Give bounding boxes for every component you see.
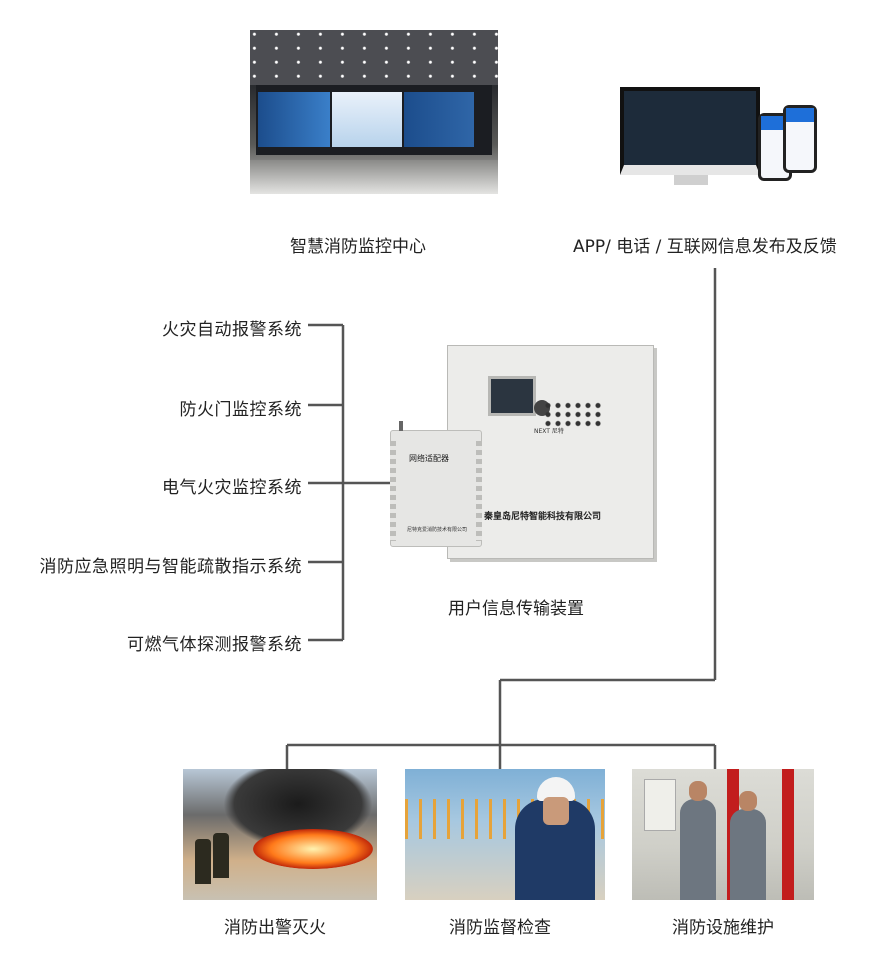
maintenance-caption: 消防设施维护 [672,918,774,938]
firefighting-photo [183,769,377,900]
system-label-emergency-lighting: 消防应急照明与智能疏散指示系统 [39,557,302,577]
cabinet-screen [488,376,536,416]
cabinet-keypad [543,401,601,429]
monitoring-center-caption: 智慧消防监控中心 [290,237,426,257]
cabinet-brand: NEXT 尼特 [534,428,564,435]
system-label-fire-alarm: 火灾自动报警系统 [162,320,302,340]
inspection-photo [405,769,605,900]
transmission-device-caption: 用户信息传输装置 [448,599,584,619]
phone-image [783,105,817,173]
maintenance-photo [632,769,814,900]
system-label-electrical-fire: 电气火灾监控系统 [162,478,302,498]
inspection-caption: 消防监督检查 [449,918,551,938]
system-label-fire-door: 防火门监控系统 [179,400,302,420]
control-room-image [250,30,498,194]
monitor-stand [674,175,708,185]
system-label-gas-detection: 可燃气体探测报警系统 [127,635,302,655]
firefighting-caption: 消防出警灭火 [224,918,326,938]
adapter-company: 尼特克爱消防技术有限公司 [407,527,468,533]
cabinet-company: 秦皇岛尼特智能科技有限公司 [484,512,602,522]
network-adapter-image: 网络适配器 尼特克爱消防技术有限公司 [390,421,482,547]
app-feedback-caption: APP/ 电话 / 互联网信息发布及反馈 [573,237,837,257]
adapter-label: 网络适配器 [409,454,449,463]
computer-monitor-image [620,87,760,175]
